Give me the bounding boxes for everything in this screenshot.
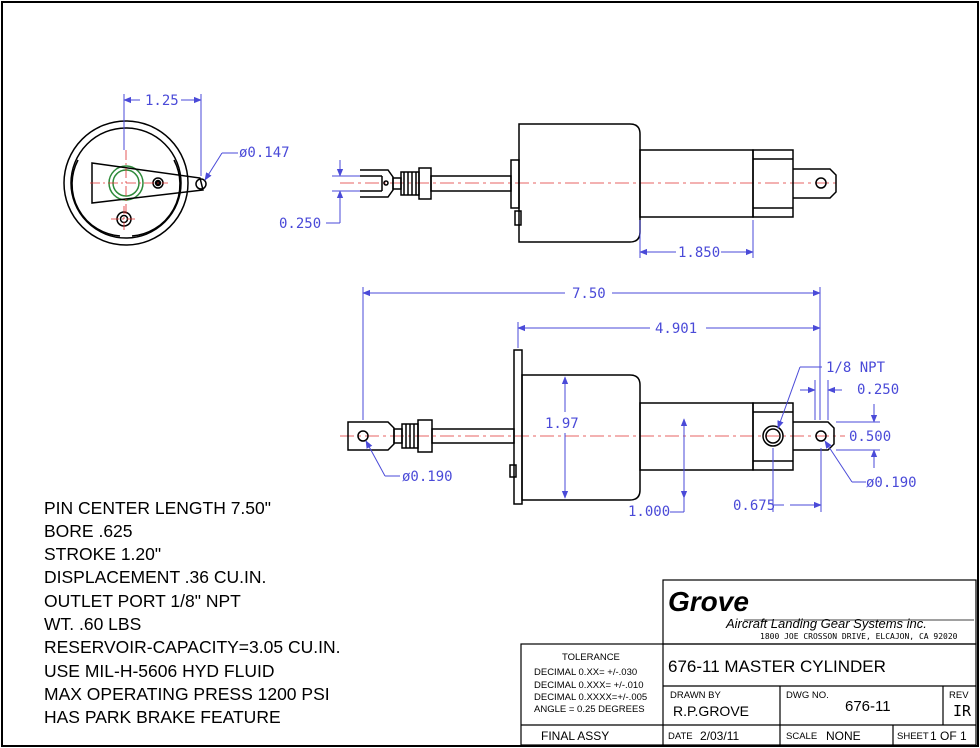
dim-body-length-label: 4.901 (655, 321, 697, 337)
dim-hole-top-label: ø0.147 (239, 145, 290, 161)
drawing-title: 676-11 MASTER CYLINDER (668, 657, 886, 676)
dim-axis-offset (670, 418, 688, 513)
dwg-no-label: DWG NO. (786, 690, 829, 701)
drawn-by-value: R.P.GROVE (673, 703, 749, 719)
dim-port-label: 1/8 NPT (826, 360, 886, 376)
company-name: Aircraft Landing Gear Systems inc. (725, 616, 927, 631)
note-line: HAS PARK BRAKE FEATURE (44, 707, 281, 727)
rev-label: REV (949, 690, 969, 701)
dwg-no-value: 676-11 (845, 698, 891, 715)
note-line: WT. .60 LBS (44, 614, 141, 634)
leader-hole-right (824, 440, 866, 483)
dim-pin-offset-label: 1.25 (145, 93, 179, 109)
dim-tab-height-label: 0.500 (849, 429, 891, 445)
dim-pin-offset (123, 94, 202, 176)
dim-hole-right-label: ø0.190 (866, 475, 917, 491)
top-side-view (340, 123, 840, 243)
tolerance-heading: TOLERANCE (562, 652, 620, 663)
note-line: BORE .625 (44, 521, 133, 541)
dim-cap-length-label: 1.850 (678, 245, 720, 261)
spec-notes: PIN CENTER LENGTH 7.50" BORE .625 STROKE… (44, 498, 340, 727)
dim-clevis-width (326, 160, 360, 224)
date-label: DATE (668, 731, 693, 742)
dim-axis-offset-label: 1.000 (628, 504, 670, 520)
note-line: USE MIL-H-5606 HYD FLUID (44, 661, 274, 681)
leader-hole-top (204, 152, 238, 181)
dim-tab-width-label: 0.250 (857, 382, 899, 398)
drawn-by-label: DRAWN BY (670, 690, 722, 701)
tolerance-line: DECIMAL 0.XXXX=+/-.005 (534, 692, 647, 703)
rev-value: IR (953, 702, 972, 720)
dim-tab-width (800, 380, 842, 420)
bottom-side-view (340, 349, 845, 505)
dim-clevis-width-label: 0.250 (279, 216, 321, 232)
company-logo: Grove (668, 586, 749, 617)
note-line: RESERVOIR-CAPACITY=3.05 CU.IN. (44, 637, 340, 657)
sheet-label: SHEET (897, 731, 929, 742)
tolerance-line: ANGLE = 0.25 DEGREES (534, 704, 645, 715)
note-line: DISPLACEMENT .36 CU.IN. (44, 567, 266, 587)
note-line: OUTLET PORT 1/8" NPT (44, 591, 241, 611)
note-line: MAX OPERATING PRESS 1200 PSI (44, 684, 330, 704)
dim-body-dia-label: 1.97 (545, 416, 579, 432)
date-value: 2/03/11 (700, 729, 739, 743)
end-view (63, 120, 207, 246)
dim-overall-length-label: 7.50 (572, 286, 606, 302)
dim-hole-left-label: ø0.190 (402, 469, 453, 485)
note-line: PIN CENTER LENGTH 7.50" (44, 498, 271, 518)
tolerance-line: DECIMAL 0.XXX= +/-.010 (534, 680, 643, 691)
leader-hole-left (365, 440, 400, 477)
dim-body-length (517, 322, 821, 348)
title-block (520, 579, 977, 746)
sheet-value: 1 OF 1 (930, 729, 967, 743)
scale-value: NONE (826, 729, 861, 743)
leader-port (777, 366, 822, 429)
dim-cap-length (639, 220, 754, 258)
note-line: STROKE 1.20" (44, 544, 161, 564)
company-address: 1800 JOE CROSSON DRIVE, ELCAJON, CA 9202… (760, 632, 958, 641)
tolerance-line: DECIMAL 0.XX= +/-.030 (534, 667, 637, 678)
dim-port-offset (772, 448, 822, 512)
assy-label: FINAL ASSY (541, 729, 609, 743)
dim-overall-length (362, 287, 821, 420)
dim-port-offset-label: 0.675 (733, 498, 775, 514)
scale-label: SCALE (786, 731, 817, 742)
dim-tab-height (836, 404, 880, 468)
